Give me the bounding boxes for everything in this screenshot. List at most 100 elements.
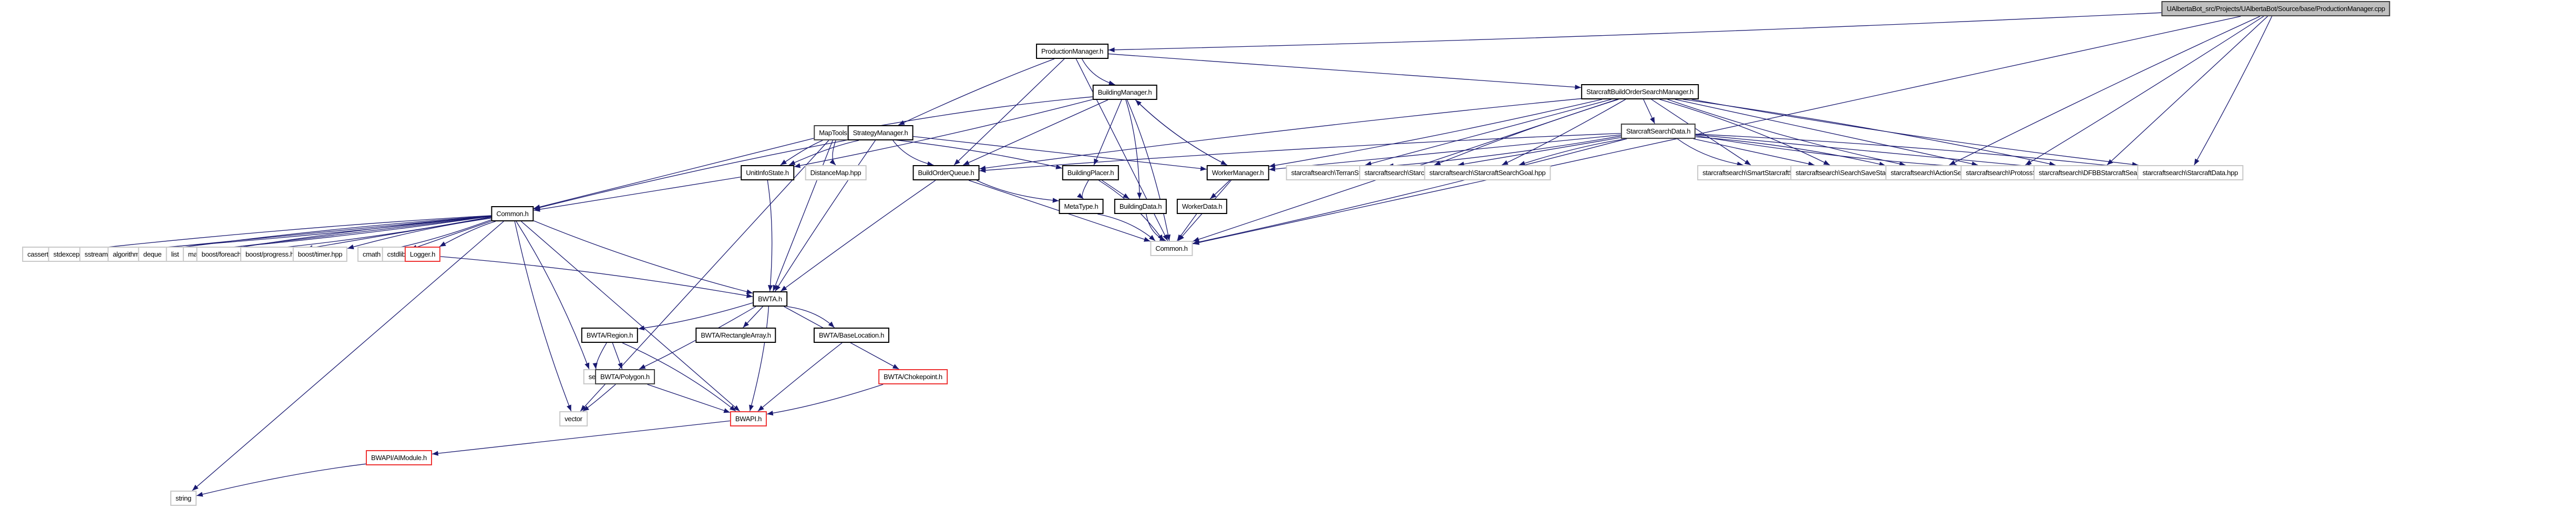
edge-root-to-protoss xyxy=(2025,16,2264,166)
node-metatype[interactable]: MetaType.h xyxy=(1059,199,1104,214)
edge-maptools-to-bp xyxy=(857,136,1062,169)
edge-region-to-polygon xyxy=(612,342,623,370)
edge-common-to-logger xyxy=(439,221,496,247)
node-logger[interactable]: Logger.h xyxy=(404,247,441,262)
edge-choke-to-bwapi xyxy=(766,384,884,416)
node-choke[interactable]: BWTA/Chokepoint.h xyxy=(878,369,948,384)
edge-sbosm-to-scdata xyxy=(1691,99,2139,167)
edge-strat-to-wm xyxy=(913,136,1207,171)
node-cmath: cmath xyxy=(357,247,386,262)
edge-common-to-cassert xyxy=(53,215,491,255)
edge-sbosm-to-dfbb xyxy=(1683,99,2056,167)
edge-pm-to-bm xyxy=(1082,58,1115,86)
edge-pm-to-boq xyxy=(953,58,1065,166)
edge-region-to-bwapi xyxy=(622,342,736,412)
edge-common-to-bwta xyxy=(533,220,753,294)
edge-strat-to-bwta xyxy=(775,140,876,292)
node-timer: boost/timer.hpp xyxy=(292,247,348,262)
edge-root-to-common2 xyxy=(1193,16,2241,245)
edge-common-to-timer xyxy=(347,218,491,249)
node-goal: starcraftsearch\StarcraftSearchGoal.hpp xyxy=(1424,165,1551,180)
node-bdata[interactable]: BuildingData.h xyxy=(1114,199,1167,214)
edge-bwapi-to-aimodule xyxy=(432,420,730,456)
node-distmap: DistanceMap.hpp xyxy=(805,165,867,180)
edge-common-to-string xyxy=(192,221,504,491)
edge-sbosm-to-smart xyxy=(1651,99,1751,166)
edge-sbosm-to-ssd xyxy=(1643,99,1655,124)
edge-root-to-dfbb xyxy=(2107,16,2268,166)
edge-polygon-to-vector xyxy=(582,384,616,412)
edge-root-to-actionset xyxy=(1949,16,2260,166)
node-ssd[interactable]: StarcraftSearchData.h xyxy=(1620,124,1696,139)
edge-sbosm-to-actionset xyxy=(1667,99,1906,167)
edge-pm-to-sbosm xyxy=(1108,53,1582,90)
edge-bp-to-bdata xyxy=(1102,180,1130,199)
edge-wm-to-wdata xyxy=(1209,180,1230,199)
edge-sbosm-to-wm xyxy=(1269,99,1603,168)
node-uis[interactable]: UnitInfoState.h xyxy=(741,165,794,180)
node-aimodule[interactable]: BWAPI/AIModule.h xyxy=(366,450,432,465)
edge-ssd-to-terran xyxy=(1387,136,1621,168)
edge-bwta-to-polygon xyxy=(639,306,756,370)
edge-maptools-to-common xyxy=(533,138,814,210)
edge-uis-to-common xyxy=(533,177,741,212)
edge-common-to-progress xyxy=(306,217,491,250)
node-deque: deque xyxy=(138,247,167,262)
edge-bm-to-uis xyxy=(794,99,1093,168)
node-bm[interactable]: BuildingManager.h xyxy=(1092,85,1157,100)
node-bwta[interactable]: BWTA.h xyxy=(753,291,787,307)
node-common[interactable]: Common.h xyxy=(491,206,534,221)
edge-uis-to-bwta xyxy=(767,180,773,292)
node-baseloc[interactable]: BWTA/BaseLocation.h xyxy=(813,328,890,343)
edge-ssd-to-wm xyxy=(1269,134,1621,172)
edge-ssd-to-scdata xyxy=(1696,134,2138,171)
node-scdata: starcraftsearch\StarcraftData.hpp xyxy=(2137,165,2243,180)
edge-maptools-to-distmap xyxy=(829,140,836,166)
edge-aimodule-to-string xyxy=(196,463,366,497)
edge-sbosm-to-goal xyxy=(1502,99,1626,166)
node-save: starcraftsearch\SearchSaveState.hpp xyxy=(1790,165,1909,180)
edge-common-to-algorithm xyxy=(145,216,491,254)
node-wm[interactable]: WorkerManager.h xyxy=(1206,165,1269,180)
node-strat[interactable]: StrategyManager.h xyxy=(847,125,914,140)
edge-maptools-to-bwta xyxy=(773,140,833,292)
edge-ssd-to-protoss xyxy=(1696,135,1961,169)
edge-bm-to-boq xyxy=(962,99,1109,166)
edge-ssd-to-common2 xyxy=(1193,138,1627,245)
edge-wdata-to-common2 xyxy=(1176,213,1197,241)
node-vector: vector xyxy=(559,411,588,426)
edge-common-to-map xyxy=(206,216,491,254)
edge-bwta-to-baseloc xyxy=(787,306,835,328)
edge-ssd-to-scstate xyxy=(1458,137,1621,167)
node-region[interactable]: BWTA/Region.h xyxy=(581,328,639,343)
node-wdata[interactable]: WorkerData.h xyxy=(1176,199,1228,214)
edge-ssd-to-boq xyxy=(979,133,1621,173)
edge-common-to-vector xyxy=(514,221,572,412)
node-common2: Common.h xyxy=(1150,241,1193,256)
edge-sbosm-to-protoss xyxy=(1675,99,1978,167)
node-pm[interactable]: ProductionManager.h xyxy=(1036,44,1109,59)
edge-root-to-scdata xyxy=(2194,16,2273,166)
edge-bm-to-wm xyxy=(1135,99,1227,166)
node-bp[interactable]: BuildingPlacer.h xyxy=(1062,165,1120,180)
edge-ssd-to-dfbb xyxy=(1696,134,2034,169)
edge-bm-to-common2 xyxy=(1126,99,1171,241)
edge-boq-to-metatype xyxy=(976,180,1059,203)
edge-common-to-set xyxy=(516,221,590,370)
node-root: UAlbertaBot_src/Projects/UAlbertaBot/Sou… xyxy=(2161,1,2390,16)
edge-strat-to-boq xyxy=(892,140,934,166)
node-polygon[interactable]: BWTA/Polygon.h xyxy=(595,369,655,384)
edge-sbosm-to-terran xyxy=(1365,99,1612,166)
edge-ssd-to-save xyxy=(1693,138,1815,167)
node-boq[interactable]: BuildOrderQueue.h xyxy=(912,165,980,180)
node-rectarr[interactable]: BWTA/RectangleArray.h xyxy=(695,328,776,343)
edge-pm-to-common2 xyxy=(1075,58,1168,241)
node-bwapi[interactable]: BWAPI.h xyxy=(730,411,767,426)
edge-ssd-to-smart xyxy=(1677,138,1743,167)
edge-common-to-bwapi xyxy=(521,221,740,412)
edge-metatype-to-common2 xyxy=(1097,213,1156,241)
node-sbosm[interactable]: StarcraftBuildOrderSearchManager.h xyxy=(1581,84,1699,99)
edge-baseloc-to-bwapi xyxy=(757,342,843,412)
edge-wm-to-bm xyxy=(1135,99,1227,166)
